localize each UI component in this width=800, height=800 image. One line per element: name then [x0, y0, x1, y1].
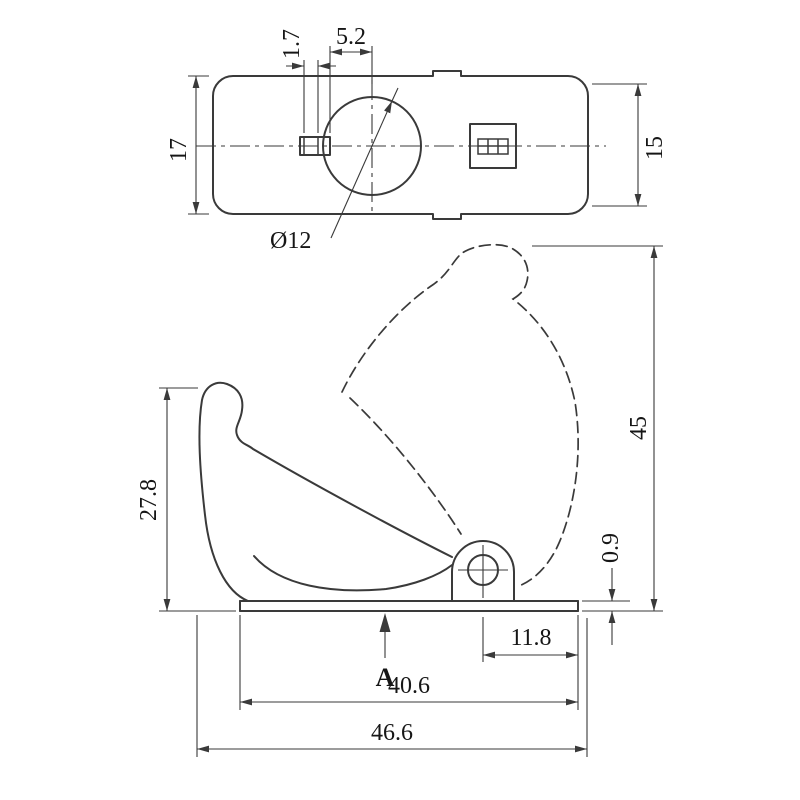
dimension-27-8: 27.8	[136, 387, 236, 612]
base-plate	[239, 600, 579, 612]
dimension-0-9: 0.9	[582, 533, 630, 645]
pin-detail	[299, 136, 331, 156]
view-direction-a: A	[376, 613, 395, 692]
dim-label-40-6: 40.6	[388, 673, 430, 699]
actuator-hole	[322, 96, 422, 196]
dim-label-15: 15	[642, 136, 668, 160]
cover-solid-outline	[198, 381, 453, 602]
top-view: 17 15 5.2 1.7 Ø12	[166, 24, 668, 254]
cover-lip-curve	[253, 555, 453, 592]
dimension-17: 17	[166, 75, 209, 215]
cover-raised-outline	[341, 243, 579, 587]
dim-label-11-8: 11.8	[510, 625, 551, 651]
connector-detail	[469, 123, 517, 169]
dim-label-46-6: 46.6	[371, 720, 413, 746]
dimension-11-8: 11.8	[482, 615, 579, 662]
diameter-callout: Ø12	[270, 87, 399, 254]
dim-label-5-2: 5.2	[336, 24, 366, 50]
dim-label-17: 17	[166, 138, 192, 162]
dim-label-0-9: 0.9	[598, 533, 624, 563]
dimension-5-2: 5.2	[329, 24, 373, 133]
cover-raised-inner-edge	[349, 397, 462, 535]
dimension-15: 15	[592, 83, 668, 207]
view-arrow-icon	[379, 613, 391, 632]
dim-label-1-7: 1.7	[279, 29, 305, 59]
side-view: 27.8 45 0.9 11.8 40.6	[136, 243, 663, 757]
dimension-45: 45	[532, 245, 663, 612]
dim-label-27-8: 27.8	[136, 479, 162, 521]
top-view-outline	[212, 70, 589, 220]
dimension-40-6: 40.6	[239, 615, 579, 710]
dimension-1-7: 1.7	[279, 29, 336, 133]
dimension-46-6: 46.6	[196, 615, 588, 757]
pivot-housing	[451, 540, 515, 602]
dim-label-dia12: Ø12	[270, 228, 311, 254]
dim-label-45: 45	[626, 416, 652, 440]
view-label-a: A	[376, 663, 395, 692]
